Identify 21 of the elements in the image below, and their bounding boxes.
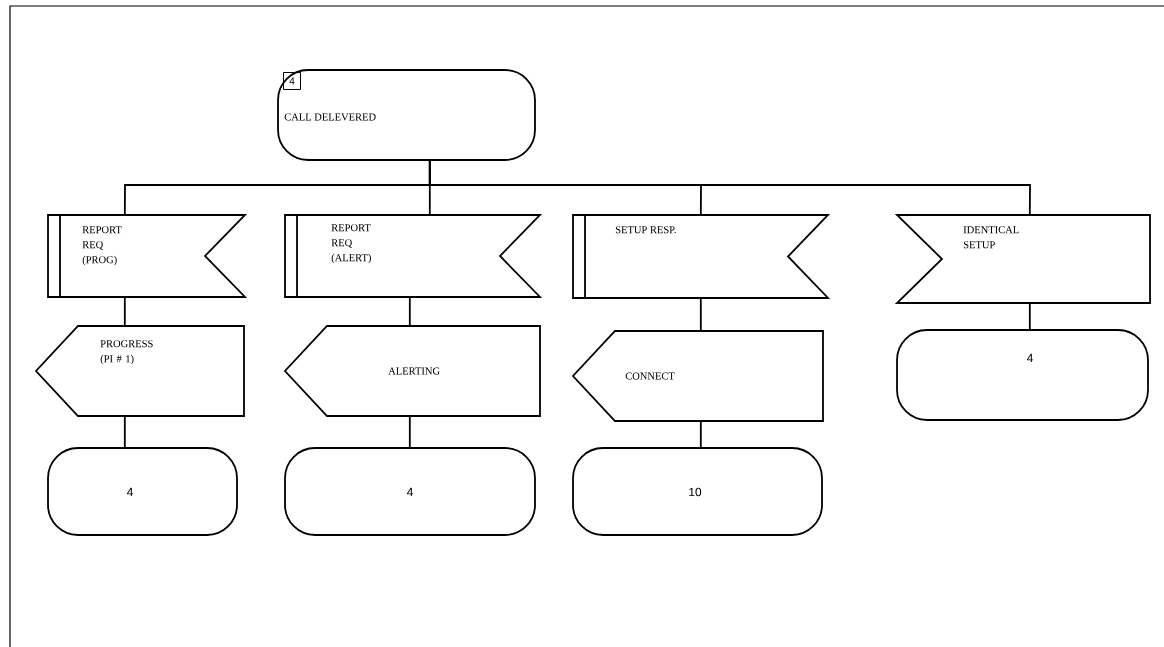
number-box: 4 bbox=[283, 72, 301, 90]
signal-name: SETUP RESP. bbox=[615, 226, 676, 234]
signal-name: IDENTICAL SETUP bbox=[963, 226, 1019, 249]
state-number: 10 bbox=[689, 487, 702, 497]
signal-name: REPORT REQ (PROG) bbox=[82, 226, 122, 266]
state-number: 4 bbox=[406, 487, 413, 497]
connector-line bbox=[1028, 302, 1031, 331]
signal-name: PROGRESS (PI # 1) bbox=[100, 340, 153, 365]
connector-line bbox=[123, 296, 126, 327]
connector-line bbox=[699, 420, 702, 449]
connector-line bbox=[123, 415, 126, 449]
connector-line bbox=[699, 297, 702, 332]
signal-name: CONNECT bbox=[625, 372, 675, 380]
connector-line bbox=[428, 159, 1031, 216]
state-number: 4 bbox=[1026, 353, 1033, 363]
signal-name: REPORT REQ (ALERT) bbox=[331, 224, 371, 264]
signal-name: CALL DELEVERED bbox=[284, 113, 376, 121]
state-number: 4 bbox=[126, 487, 133, 497]
connector-line bbox=[408, 415, 411, 449]
connector-line bbox=[408, 296, 411, 327]
signal-name: ALERTING bbox=[388, 367, 440, 375]
